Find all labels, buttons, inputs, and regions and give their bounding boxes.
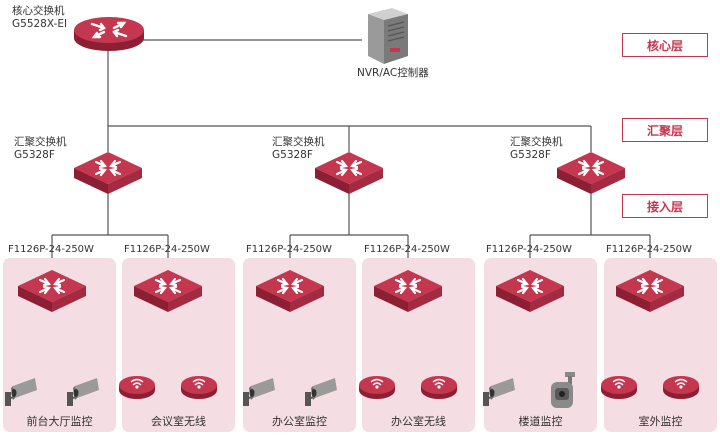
wireless-ap-icon [601, 376, 637, 399]
group-caption: 办公室监控 [272, 415, 327, 428]
core-switch-label-name: 核心交换机 [12, 5, 65, 17]
group-caption: 前台大厅监控 [26, 415, 93, 428]
camera-icon [5, 378, 37, 406]
server-icon [368, 8, 408, 64]
group-caption: 室外监控 [638, 415, 683, 428]
switch-icon [557, 152, 625, 194]
agg-switch-3-model: G5328F [510, 149, 551, 161]
access-switch-label: F1126P-24-250W [486, 244, 572, 255]
access-switch [614, 268, 686, 318]
access-switch-label: F1126P-24-250W [606, 244, 692, 255]
end-device [180, 372, 218, 406]
wireless-ap-icon [359, 376, 395, 399]
agg-switch-3-name: 汇聚交换机 [510, 136, 563, 148]
core-router-icon [74, 17, 144, 51]
end-device [543, 370, 579, 414]
server-label: NVR/AC控制器 [357, 67, 429, 79]
dome-camera-icon [551, 372, 575, 408]
switch-icon [256, 270, 324, 312]
agg-switch-2-model: G5328F [272, 149, 313, 161]
end-device [662, 372, 700, 406]
access-switch [372, 268, 444, 318]
switch-icon [374, 270, 442, 312]
switch-icon [18, 270, 86, 312]
agg-switch-1-name: 汇聚交换机 [14, 136, 67, 148]
access-switch-label: F1126P-24-250W [364, 244, 450, 255]
end-device [600, 372, 638, 406]
agg-switch-1-model: G5328F [14, 149, 55, 161]
agg-switch-2-name: 汇聚交换机 [272, 136, 325, 148]
end-device [65, 374, 101, 412]
wireless-ap-icon [663, 376, 699, 399]
layer-core-badge: 核心层 [622, 33, 708, 57]
switch-icon [315, 152, 383, 194]
agg-switch-3 [555, 150, 627, 200]
group-caption: 办公室无线 [391, 415, 446, 428]
agg-switch-2 [313, 150, 385, 200]
access-switch [494, 268, 566, 318]
end-device [481, 374, 517, 412]
switch-icon [496, 270, 564, 312]
access-switch [254, 268, 326, 318]
end-device [3, 374, 39, 412]
switch-icon [74, 152, 142, 194]
end-device [420, 372, 458, 406]
end-device [118, 372, 156, 406]
group-caption: 楼道监控 [518, 415, 563, 428]
camera-icon [483, 378, 515, 406]
camera-icon [67, 378, 99, 406]
camera-icon [243, 378, 275, 406]
end-device [303, 374, 339, 412]
end-device [241, 374, 277, 412]
camera-icon [305, 378, 337, 406]
layer-access-badge: 接入层 [622, 194, 708, 218]
core-switch-label-model: G5528X-EI [12, 18, 68, 30]
wireless-ap-icon [119, 376, 155, 399]
layer-aggregation-badge: 汇聚层 [622, 118, 708, 142]
access-switch [16, 268, 88, 318]
agg-switch-1 [72, 150, 144, 200]
access-switch [132, 268, 204, 318]
wireless-ap-icon [421, 376, 457, 399]
access-switch-label: F1126P-24-250W [124, 244, 210, 255]
wireless-ap-icon [181, 376, 217, 399]
access-switch-label: F1126P-24-250W [246, 244, 332, 255]
end-device [358, 372, 396, 406]
access-switch-label: F1126P-24-250W [8, 244, 94, 255]
switch-icon [616, 270, 684, 312]
switch-icon [134, 270, 202, 312]
group-caption: 会议室无线 [151, 415, 206, 428]
